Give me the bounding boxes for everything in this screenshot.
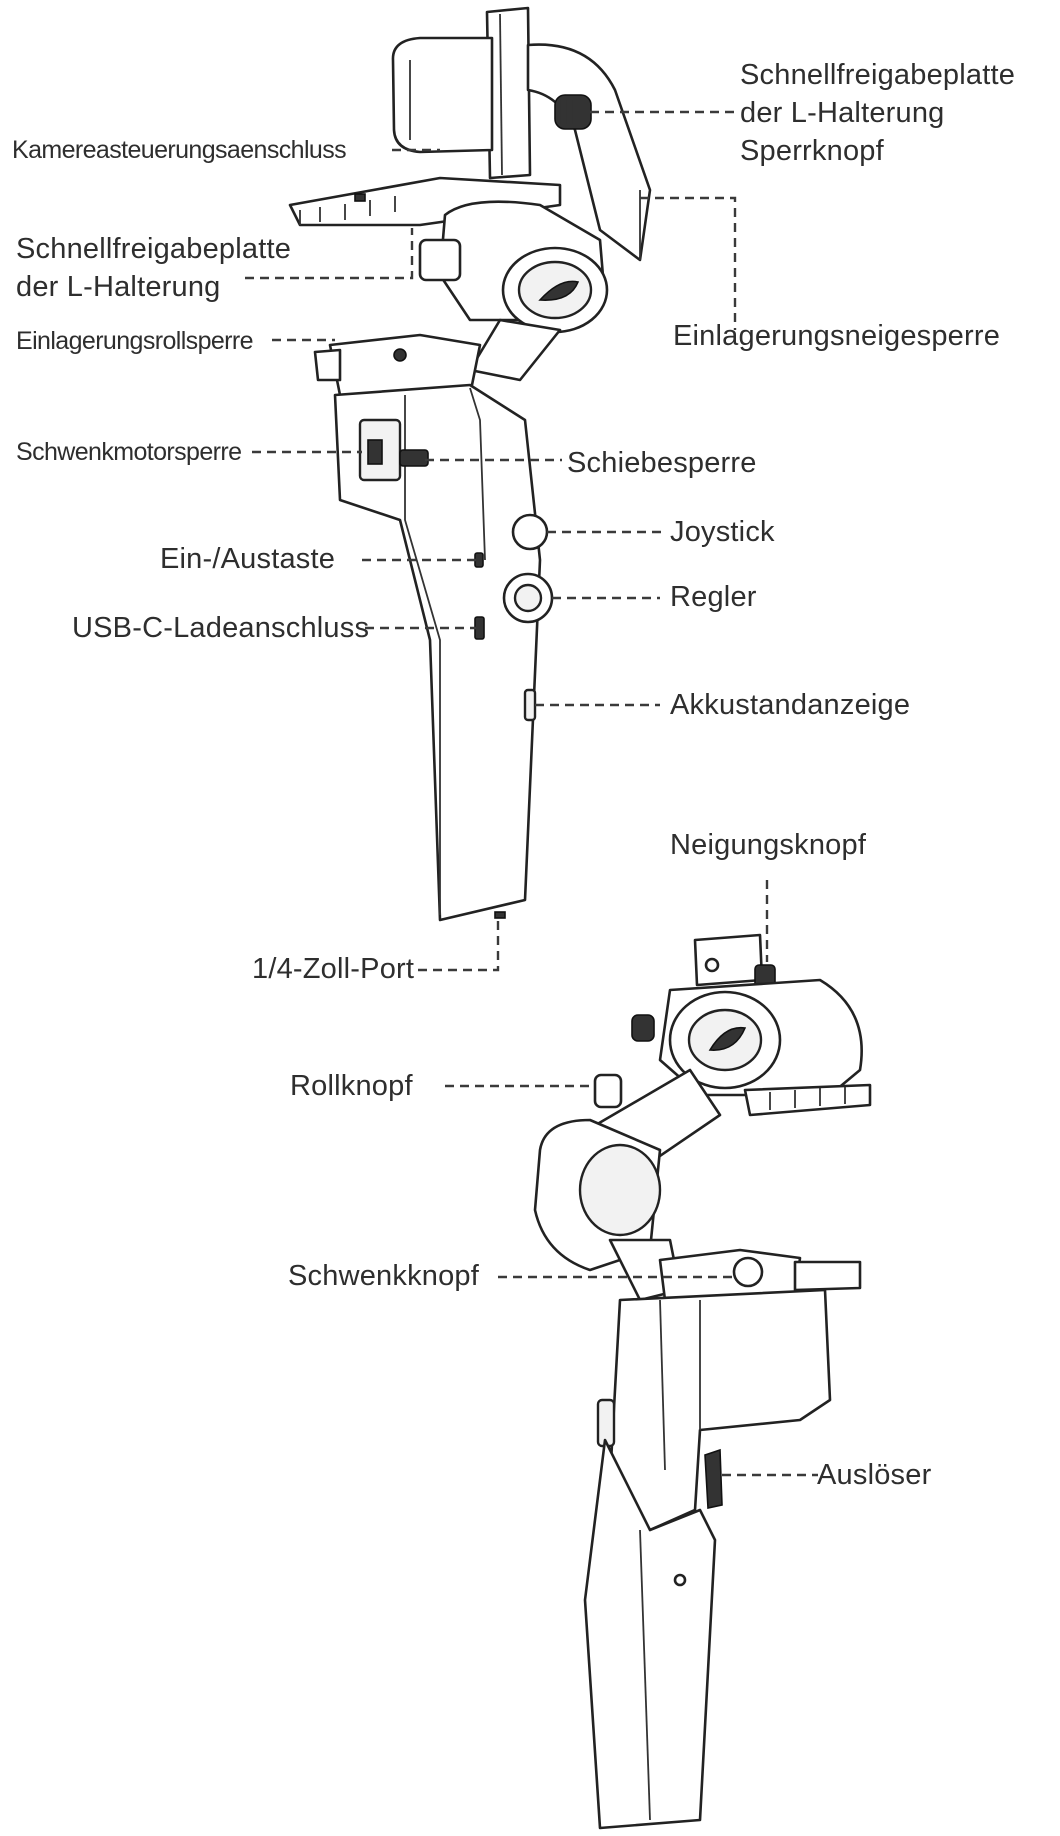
- label-camera-control-port: Kamereasteuerungsaenschluss: [12, 136, 347, 164]
- label-l-bracket-lock-knob-line-1: Schnellfreigabeplatte: [740, 59, 1016, 91]
- label-pan-knob: Schwenkknopf: [288, 1260, 480, 1292]
- label-shutter: Auslöser: [817, 1459, 932, 1491]
- label-tilt-storage-lock: Einlagerungsneigesperre: [673, 320, 1001, 352]
- label-quarter-inch-port: 1/4-Zoll-Port: [252, 953, 415, 985]
- roll-lock-block: [313, 333, 482, 397]
- l-bracket-lock-knob: [554, 94, 592, 130]
- label-battery-indicator: Akkustandanzeige: [670, 689, 911, 721]
- handle-top: [333, 383, 554, 922]
- label-l-bracket-lock-knob-line-2: der L-Halterung: [740, 97, 945, 129]
- label-slide-lock: Schiebesperre: [567, 447, 757, 479]
- leader-l-bracket-plate: [245, 228, 414, 280]
- gimbal-bottom-illustration: [533, 933, 872, 1830]
- label-l-bracket-lock-knob: Schnellfreigabeplatte der L-Halterung Sp…: [740, 56, 1015, 170]
- roll-knob-shape: [593, 1073, 623, 1109]
- label-roll-knob: Rollknopf: [290, 1070, 413, 1102]
- label-dial: Regler: [670, 581, 757, 613]
- label-joystick: Joystick: [670, 516, 775, 548]
- label-power-button: Ein-/Austaste: [160, 543, 336, 575]
- leader-tilt-storage-lock: [640, 196, 737, 330]
- leader-quarter-inch-port: [418, 918, 500, 972]
- label-roll-storage-lock: Einlagerungsrollsperre: [16, 327, 254, 355]
- label-usb-c-port: USB-C-Ladeanschluss: [72, 612, 370, 644]
- label-l-bracket-plate: Schnellfreigabeplatte der L-Halterung: [16, 230, 291, 306]
- leader-lines: [245, 110, 818, 1477]
- joystick-cap: [511, 513, 549, 551]
- label-tilt-knob: Neigungsknopf: [670, 829, 867, 861]
- label-pan-motor-lock: Schwenkmotorsperre: [16, 438, 242, 466]
- label-l-bracket-lock-knob-line-3: Sperrknopf: [740, 135, 884, 167]
- label-l-bracket-plate-line-1: Schnellfreigabeplatte: [16, 233, 292, 265]
- gimbal-top-illustration: [288, 6, 652, 922]
- roll-motor: [418, 190, 641, 334]
- label-l-bracket-plate-line-2: der L-Halterung: [16, 271, 221, 303]
